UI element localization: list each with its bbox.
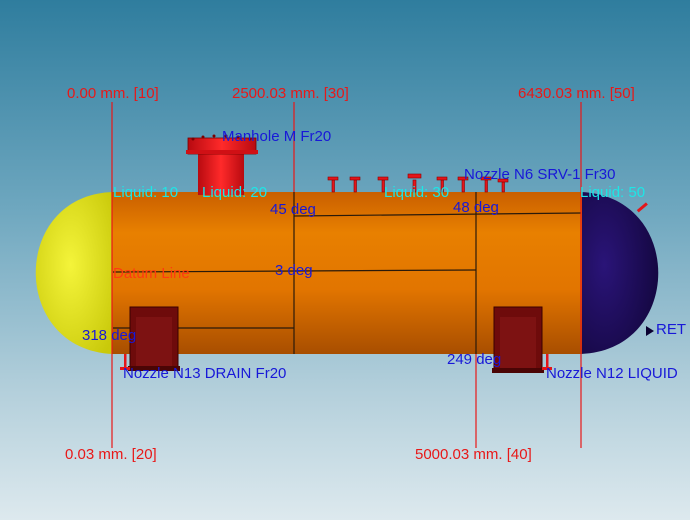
angle-label-3: 3 deg (275, 262, 313, 279)
right-head-nozzle (636, 202, 648, 213)
dim-label-10: 0.00 mm. [10] (67, 85, 159, 102)
dimension-lines (111, 102, 582, 448)
liquid-label-20: Liquid: 20 (202, 184, 268, 201)
dim-label-40: 5000.03 mm. [40] (415, 446, 532, 463)
angle-label-249: 249 deg (447, 351, 502, 368)
dim-label-20: 0.03 mm. [20] (65, 446, 157, 463)
manhole-label[interactable]: Manhole M Fr20 (222, 128, 332, 145)
ret-nozzle (646, 326, 654, 336)
datum-line-label: Datum Line (113, 265, 190, 282)
angle-label-318: 318 deg (82, 327, 137, 344)
saddle-left (128, 306, 180, 371)
dim-label-50: 6430.03 mm. [50] (518, 85, 635, 102)
nozzle-n6-label[interactable]: Nozzle N6 SRV-1 Fr30 (464, 166, 616, 183)
left-head (35, 192, 113, 354)
nozzle-ret-label[interactable]: RET (656, 321, 686, 338)
nozzle-n12-label[interactable]: Nozzle N12 LIQUID (546, 365, 678, 382)
liquid-label-10: Liquid: 10 (113, 184, 179, 201)
liquid-label-30: Liquid: 30 (384, 184, 450, 201)
dim-label-30: 2500.03 mm. [30] (232, 85, 349, 102)
right-head (581, 192, 659, 354)
bottom-nozzles (120, 354, 552, 370)
manhole-nozzle (186, 134, 258, 195)
nozzle-n13-label[interactable]: Nozzle N13 DRAIN Fr20 (123, 365, 287, 382)
angle-label-48: 48 deg (453, 199, 499, 216)
liquid-label-50: Liquid: 50 (580, 184, 646, 201)
top-nozzles (327, 173, 509, 193)
angle-label-45: 45 deg (270, 201, 316, 218)
saddle-right (492, 306, 544, 373)
